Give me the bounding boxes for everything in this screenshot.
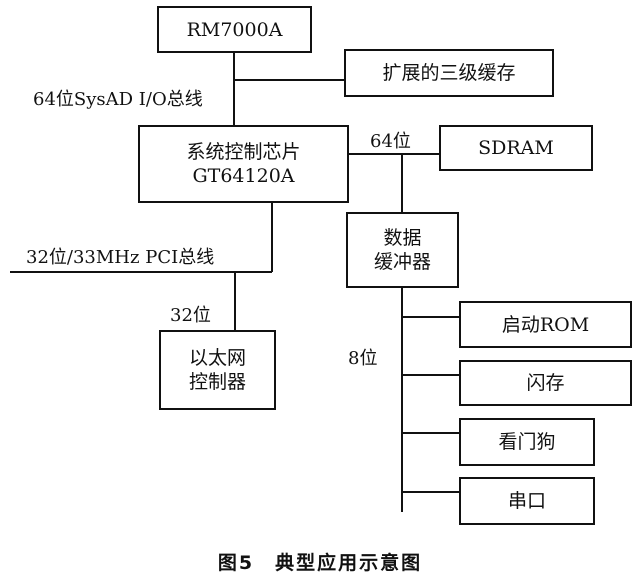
cpu-node: RM7000A [157, 6, 312, 53]
serial-node: 串口 [459, 477, 595, 525]
ethernet-label-line2: 控制器 [188, 371, 246, 393]
watchdog-node: 看门狗 [459, 418, 595, 466]
l3cache-node: 扩展的三级缓存 [344, 49, 554, 97]
flash-label: 闪存 [526, 372, 565, 394]
data-buffer-label-line2: 缓冲器 [373, 251, 431, 273]
system-controller-label-line1: 系统控制芯片 [186, 141, 301, 163]
boot-rom-node: 启动ROM [459, 301, 632, 348]
system-controller-label-line2: GT64120A [192, 165, 295, 187]
boot-rom-label: 启动ROM [501, 313, 590, 336]
local-bus-label: 8位 [348, 348, 378, 369]
sdram-node: SDRAM [439, 125, 593, 171]
data-buffer-node: 数据 缓冲器 [346, 212, 459, 288]
l3cache-label: 扩展的三级缓存 [382, 62, 516, 84]
sdram-label: SDRAM [478, 137, 554, 159]
ethernet-bus-label: 32位 [170, 305, 211, 326]
ethernet-label-line1: 以太网 [188, 347, 246, 369]
pci-bus-label: 32位/33MHz PCI总线 [26, 247, 215, 268]
ethernet-node: 以太网 控制器 [159, 330, 276, 410]
system-controller-node: 系统控制芯片 GT64120A [138, 125, 349, 203]
sysad-bus-label: 64位SysAD I/O总线 [33, 89, 203, 110]
watchdog-label: 看门狗 [498, 431, 556, 453]
figure-caption: 图5 典型应用示意图 [217, 552, 423, 574]
cpu-label: RM7000A [186, 18, 283, 41]
serial-label: 串口 [507, 490, 546, 512]
data-buffer-label-line1: 数据 [383, 227, 422, 249]
memory-bus-label: 64位 [370, 131, 411, 152]
flash-node: 闪存 [459, 360, 632, 406]
